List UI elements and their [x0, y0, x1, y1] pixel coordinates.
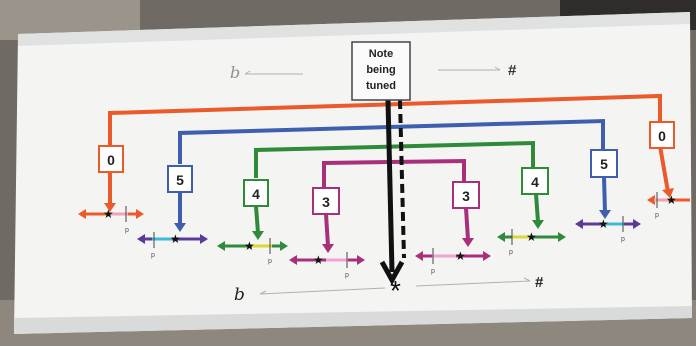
- bottom-flat-arrow: [259, 287, 386, 295]
- note-line-3: tuned: [366, 80, 396, 92]
- mini-scale-fourth-left: ★ p: [217, 238, 288, 265]
- third-left-stem: [324, 213, 330, 247]
- fourth-right-stem: [534, 193, 540, 223]
- mini-scale-octave-right: ★ p: [647, 192, 690, 219]
- svg-text:★: ★: [170, 232, 181, 246]
- svg-text:★: ★: [244, 239, 255, 253]
- bottom-sharp-symbol: #: [535, 274, 544, 291]
- interval-box-octave-right: 0: [649, 121, 675, 149]
- bottom-sharp-arrow: [415, 280, 531, 287]
- top-flat-symbol: b: [230, 63, 240, 82]
- interval-box-third-right: 3: [452, 181, 480, 209]
- svg-text:5: 5: [600, 156, 608, 172]
- mini-scale-fourth-right: ★ p: [497, 229, 566, 256]
- svg-text:5: 5: [176, 172, 184, 188]
- note-solid-arrow: [385, 99, 395, 273]
- mini-scale-third-right: ★ p: [415, 248, 491, 275]
- third-right-stem: [464, 207, 470, 241]
- svg-text:p: p: [509, 249, 513, 256]
- note-line-1: Note: [369, 48, 393, 60]
- svg-text:★: ★: [455, 249, 466, 263]
- fifth-right-stem: [602, 176, 607, 213]
- interval-box-third-left: 3: [312, 187, 340, 215]
- bottom-center-asterisk: *: [390, 275, 401, 306]
- svg-text:0: 0: [658, 128, 666, 144]
- svg-text:p: p: [268, 258, 272, 265]
- svg-text:p: p: [431, 268, 435, 275]
- card-bottom-edge: [14, 306, 692, 334]
- mini-scale-third-left: ★ p: [289, 252, 365, 279]
- svg-text:p: p: [655, 212, 659, 219]
- svg-text:★: ★: [103, 207, 114, 221]
- interval-box-fifth-right: 5: [590, 149, 618, 178]
- svg-text:★: ★: [526, 230, 537, 244]
- svg-text:★: ★: [666, 193, 677, 207]
- svg-text:3: 3: [462, 188, 470, 204]
- interval-box-octave-left: 0: [98, 145, 124, 173]
- interval-box-fourth-right: 4: [521, 167, 549, 195]
- svg-text:3: 3: [322, 194, 330, 210]
- interval-box-fourth-left: 4: [243, 179, 269, 207]
- fourth-left-stem: [254, 205, 260, 234]
- note-solid-arrowhead: [379, 260, 405, 286]
- svg-text:p: p: [621, 236, 625, 243]
- note-being-tuned-box: Note being tuned: [351, 41, 411, 101]
- fourth-bracket: [254, 140, 535, 178]
- note-dashed-line: [398, 99, 406, 259]
- note-line-2: being: [366, 64, 395, 76]
- svg-text:p: p: [151, 252, 155, 259]
- mini-scale-fifth-left: ★ p: [137, 232, 208, 259]
- svg-text:★: ★: [313, 253, 324, 267]
- card-top-edge: [18, 12, 690, 46]
- mini-scale-fifth-right: ★ p: [575, 216, 641, 243]
- octave-right-stem: [658, 145, 670, 193]
- svg-text:p: p: [125, 227, 129, 234]
- svg-text:p: p: [345, 272, 349, 279]
- svg-text:★: ★: [598, 217, 609, 231]
- svg-text:4: 4: [531, 174, 539, 190]
- octave-bracket: [108, 93, 662, 150]
- fifth-bracket: [178, 118, 605, 164]
- bottom-flat-symbol: b: [234, 285, 245, 305]
- svg-text:4: 4: [252, 186, 260, 202]
- svg-text:0: 0: [107, 152, 115, 168]
- card: [14, 12, 692, 334]
- mini-scale-octave-left: ★ p: [78, 206, 144, 234]
- third-bracket: [322, 158, 466, 188]
- interval-box-fifth-left: 5: [167, 165, 193, 193]
- top-sharp-symbol: #: [508, 62, 517, 79]
